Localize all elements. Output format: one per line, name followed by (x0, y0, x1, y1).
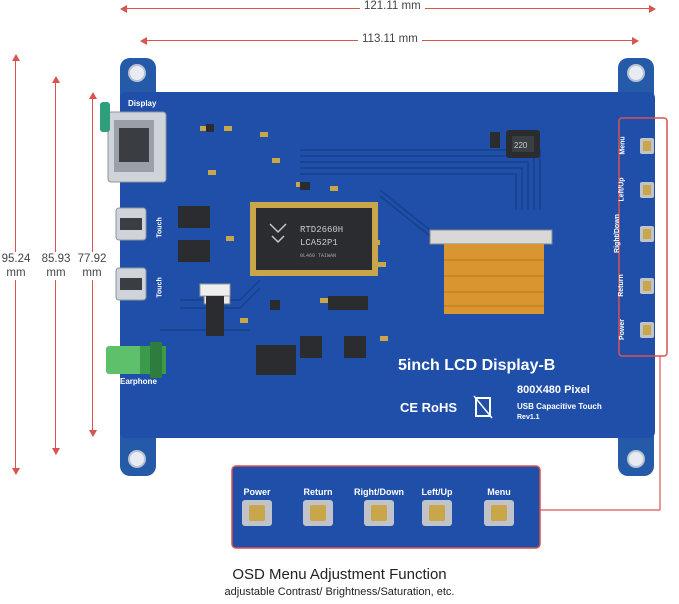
flex-cable-lines (444, 259, 544, 307)
touch-connector (199, 283, 231, 297)
height-outer-unit: mm (6, 267, 26, 279)
small-ic-5 (344, 336, 366, 358)
cert-mark-icons (473, 395, 493, 419)
osd-label-left-up: Left/Up (421, 487, 453, 497)
height-mid-arrow-top (52, 76, 60, 83)
inner-width-label: 113.11 mm (358, 33, 422, 45)
footer-subtitle: adjustable Contrast/ Brightness/Saturati… (224, 586, 455, 598)
outer-width-arrow-left (120, 5, 127, 13)
side-button-highlight (618, 117, 668, 357)
height-outer-value: 95.24 (1, 253, 31, 265)
height-inner-arrow-top (89, 92, 97, 99)
small-ic-2 (178, 240, 210, 262)
chip-text-1: RTD2660H (300, 225, 343, 235)
side-button-label-power: Power (619, 318, 627, 341)
board-touch: USB Capacitive Touch (517, 402, 602, 411)
side-button-label-menu: Menu (619, 136, 627, 155)
flex-cable (444, 244, 544, 314)
height-outer-label: 95.24 mm (0, 252, 32, 280)
outer-width-arrow-right (649, 5, 656, 13)
chip-text-3: 0L460 TAIWAN (300, 253, 336, 259)
height-mid-unit: mm (46, 267, 66, 279)
board-revision: Rev1.1 (517, 414, 540, 421)
osd-buttons (242, 500, 514, 526)
osd-label-return: Return (303, 487, 333, 497)
height-outer-arrow-bottom (12, 468, 20, 475)
port-label-touch-1: Touch (156, 217, 164, 238)
port-label-touch-2: Touch (156, 277, 164, 298)
inner-width-arrow-right (632, 37, 639, 45)
inductor-label: 220 (514, 141, 528, 150)
height-inner-arrow-bottom (89, 430, 97, 437)
height-outer-arrow-top (12, 54, 20, 61)
height-inner-unit: mm (82, 267, 102, 279)
port-label-display: Display (128, 99, 157, 108)
footer-title: OSD Menu Adjustment Function (232, 566, 447, 583)
side-button-label-left-up: Left/Up (618, 177, 626, 202)
height-inner-label: 77.92 mm (74, 252, 110, 280)
chip-logo-icon (269, 223, 287, 244)
small-ic-3 (256, 345, 296, 375)
chip-text-2: LCA52P1 (300, 238, 338, 248)
board-resolution: 800X480 Pixel (517, 384, 590, 396)
height-mid-label: 85.93 mm (38, 252, 74, 280)
height-mid-value: 85.93 (41, 253, 71, 265)
fpc-connector (429, 229, 553, 245)
height-inner-value: 77.92 (77, 253, 107, 265)
inner-width-arrow-left (140, 37, 147, 45)
height-mid-arrow-bottom (52, 448, 60, 455)
port-label-earphone: Earphone (120, 377, 157, 386)
osd-label-menu: Menu (487, 487, 511, 497)
side-buttons (640, 138, 654, 338)
board-certifications: CE RoHS (400, 400, 458, 415)
small-ic-4 (300, 336, 322, 358)
pcb-traces (160, 149, 541, 331)
side-button-label-right-down: Right/Down (613, 214, 621, 253)
small-ic-1 (178, 206, 210, 228)
side-button-label-return: Return (617, 274, 625, 297)
osd-label-right-down: Right/Down (354, 487, 404, 497)
hdmi-tab (100, 102, 110, 132)
small-components (206, 124, 500, 310)
board-title: 5inch LCD Display-B (398, 357, 556, 374)
outer-width-label: 121.11 mm (360, 0, 425, 12)
osd-label-power: Power (243, 487, 271, 497)
